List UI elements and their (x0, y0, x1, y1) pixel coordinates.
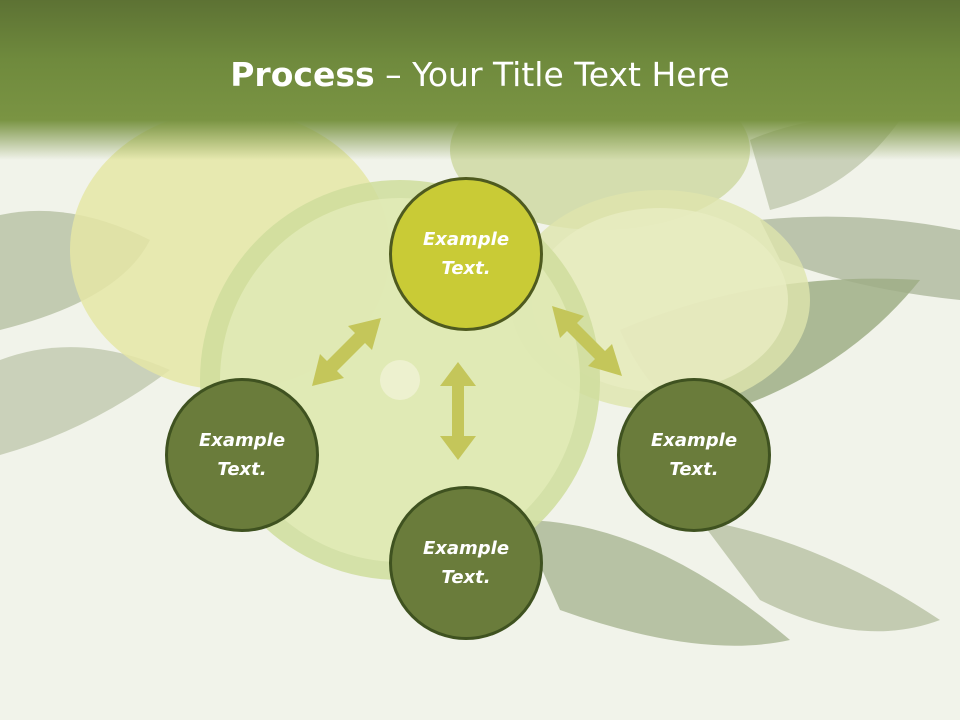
title-bold: Process (230, 55, 375, 94)
step-left-text: Example Text. (198, 430, 286, 480)
step-right-text: Example Text. (650, 430, 738, 480)
process-step-top[interactable]: Example Text. (389, 177, 543, 331)
title-banner (0, 0, 960, 160)
step-top-text: Example Text. (422, 229, 510, 279)
process-step-bottom[interactable]: Example Text. (389, 486, 543, 640)
slide-title: Process – Your Title Text Here (0, 52, 960, 98)
step-bottom-text: Example Text. (422, 538, 510, 588)
title-rest: – Your Title Text Here (374, 55, 730, 94)
process-step-right[interactable]: Example Text. (617, 378, 771, 532)
process-step-left[interactable]: Example Text. (165, 378, 319, 532)
